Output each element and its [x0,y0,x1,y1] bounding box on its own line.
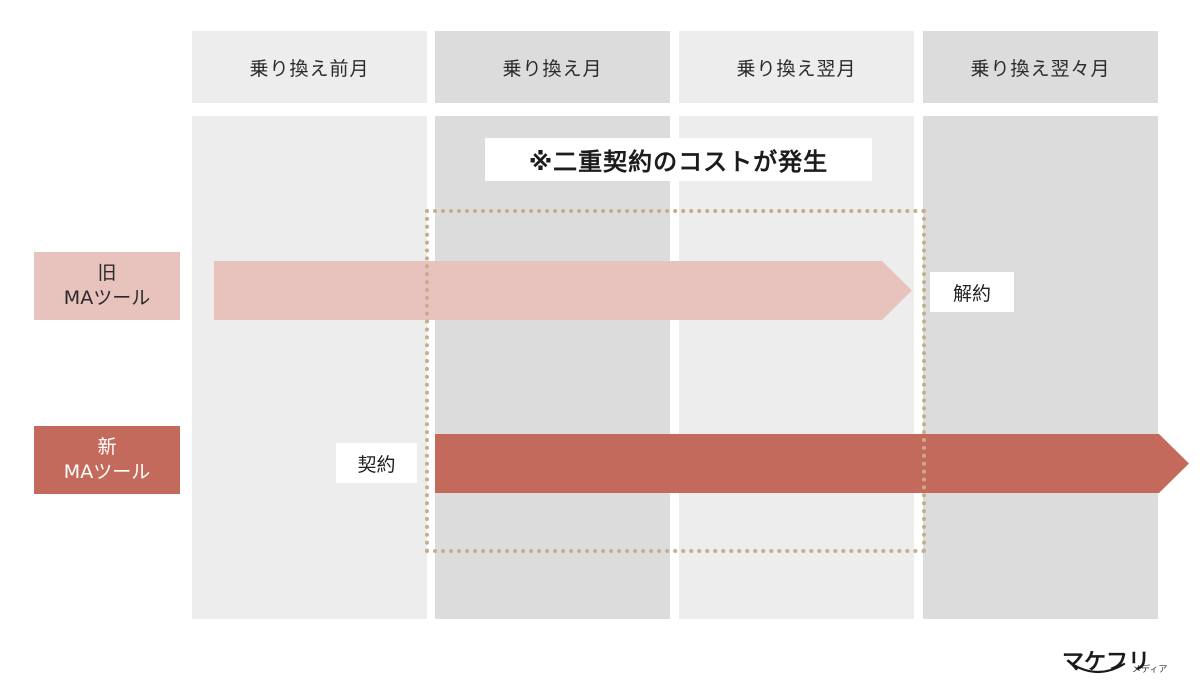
column-body-month-after-next [923,116,1158,619]
column-header-label: 乗り換え前月 [249,57,370,80]
arrow-right-icon [435,434,1189,493]
new-ma-tool-arrow [435,434,1189,493]
old-label-line1: 旧 [97,262,117,284]
column-header-before-month: 乗り換え前月 [192,31,427,103]
callout-text: ※二重契約のコストが発生 [528,148,829,176]
column-header-month-after-next: 乗り換え翌々月 [923,31,1158,103]
column-header-label: 乗り換え月 [502,57,603,80]
cancel-tag: 解約 [930,272,1014,312]
old-ma-tool-arrow [214,261,912,320]
contract-tag: 契約 [336,443,417,483]
column-body-before-month [192,116,427,619]
column-body-next-month [679,116,914,619]
smile-curve-icon [1070,662,1126,674]
new-label-line2: MAツール [63,461,151,483]
column-header-label: 乗り換え翌月 [736,57,857,80]
new-label-line1: 新 [97,436,117,458]
double-contract-overlap-box [425,209,926,553]
column-header-switch-month: 乗り換え月 [435,31,670,103]
contract-tag-text: 契約 [357,453,396,476]
arrow-right-icon [214,261,912,320]
old-label-line2: MAツール [63,287,151,309]
column-body-switch-month [435,116,670,619]
double-contract-cost-callout: ※二重契約のコストが発生 [485,138,872,181]
column-header-next-month: 乗り換え翌月 [679,31,914,103]
column-header-label: 乗り換え翌々月 [970,57,1111,80]
logo-sub-text: メディア [1132,665,1168,675]
new-ma-tool-label: 新 MAツール [34,426,180,494]
old-ma-tool-label: 旧 MAツール [34,252,180,320]
makefuri-media-logo: マケフリ メディア [1062,640,1182,680]
cancel-tag-text: 解約 [952,282,991,305]
